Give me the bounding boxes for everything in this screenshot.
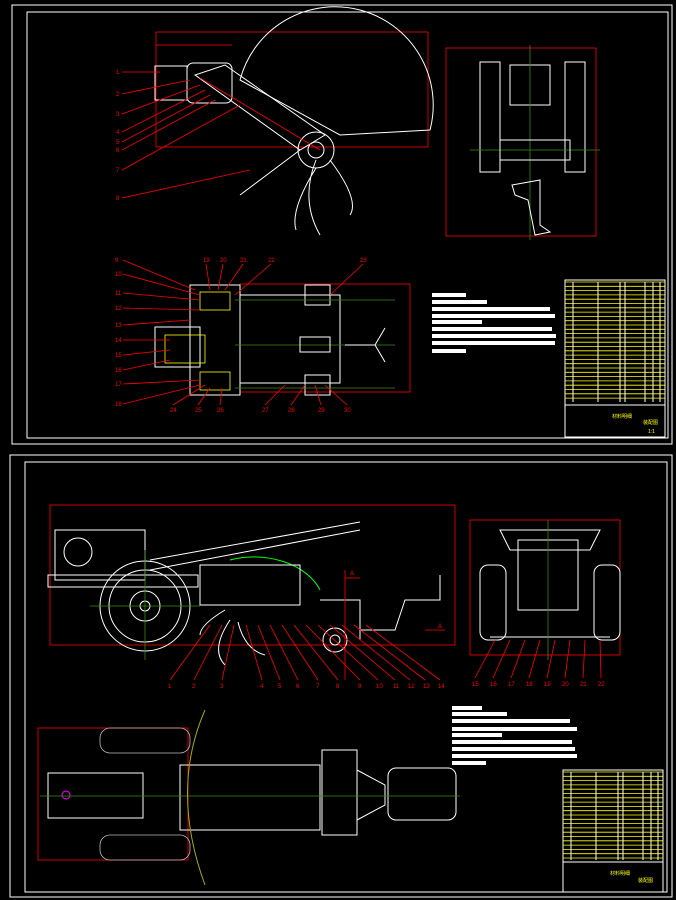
- callout: 21: [240, 258, 247, 264]
- callout: 20: [220, 258, 227, 264]
- callout: 23: [360, 258, 367, 264]
- title-block-code: 装配图: [638, 877, 653, 884]
- callout: 20: [562, 682, 569, 688]
- sheet-1: 1 2 3 4 5 6 7 8 9 10 11 12 13 14 15 16 1: [11, 4, 673, 445]
- callout: 5: [278, 684, 282, 690]
- callout: 14: [115, 338, 122, 344]
- callouts-plan: 9 10 11 12 13 14 15 16 17 18 19 20 21 22…: [115, 258, 367, 414]
- callout: 9: [115, 258, 119, 264]
- title-block-code: 装配图: [643, 419, 658, 426]
- callout: 12: [115, 306, 122, 312]
- callout: 22: [598, 682, 605, 688]
- technical-notes: [432, 293, 556, 353]
- callout: 1: [116, 70, 120, 76]
- callout: 16: [490, 682, 497, 688]
- callout: 19: [544, 682, 551, 688]
- callout: 18: [526, 682, 533, 688]
- callout: 16: [115, 368, 122, 374]
- callout: 13: [423, 684, 430, 690]
- title-block-2: 材料明细 装配图: [562, 769, 664, 893]
- title-block-name: 材料明细: [612, 413, 632, 420]
- callout: 5: [116, 140, 120, 146]
- tractor-side-view: A A: [47, 504, 456, 680]
- callout: 1: [168, 684, 172, 690]
- callout: 12: [408, 684, 415, 690]
- callout: 21: [580, 682, 587, 688]
- title-block-scale: 1:1: [648, 429, 655, 435]
- callout: 10: [115, 272, 122, 278]
- callout: 15: [472, 682, 479, 688]
- front-view: [445, 45, 600, 240]
- section-mark-2: A: [438, 624, 442, 630]
- callout: 3: [116, 112, 120, 118]
- callout: 11: [393, 684, 400, 690]
- callout: 27: [262, 408, 269, 414]
- callouts-sheet1-left: 1 2 3 4 5 6 7 8: [116, 70, 251, 202]
- callout: 4: [260, 684, 264, 690]
- callout: 26: [217, 408, 224, 414]
- callout: 25: [195, 408, 202, 414]
- callout: 8: [336, 684, 340, 690]
- callout: 8: [116, 196, 120, 202]
- title-block-1: 材料明细 装配图 1:1: [564, 279, 666, 438]
- callout: 15: [115, 353, 122, 359]
- callout: 14: [438, 684, 445, 690]
- callout: 13: [115, 323, 122, 329]
- callout: 9: [358, 684, 362, 690]
- callout: 17: [508, 682, 515, 688]
- callout: 17: [115, 382, 122, 388]
- callout: 7: [316, 684, 320, 690]
- callout: 2: [192, 684, 196, 690]
- callout: 6: [116, 148, 120, 154]
- callout: 10: [376, 684, 383, 690]
- callouts-rear: 15 16 17 18 19 20 21 22: [472, 639, 605, 688]
- callout: 22: [268, 258, 275, 264]
- callout: 24: [170, 408, 177, 414]
- callout: 3: [220, 684, 224, 690]
- callout: 4: [116, 130, 120, 136]
- tractor-plan-view: [37, 709, 460, 886]
- callout: 6: [296, 684, 300, 690]
- callout: 28: [288, 408, 295, 414]
- callout: 7: [116, 168, 120, 174]
- callout: 18: [115, 402, 122, 408]
- section-mark: A: [350, 571, 354, 577]
- plan-view: [154, 283, 411, 396]
- technical-notes-2: [452, 706, 577, 765]
- rear-view: [469, 519, 621, 660]
- callout: 19: [203, 258, 210, 264]
- callout: 11: [115, 291, 122, 297]
- callout: 29: [318, 408, 325, 414]
- tiller-side-view: [154, 6, 434, 236]
- title-block-name: 材料明细: [610, 870, 630, 877]
- callout: 2: [116, 92, 120, 98]
- callout: 30: [344, 408, 351, 414]
